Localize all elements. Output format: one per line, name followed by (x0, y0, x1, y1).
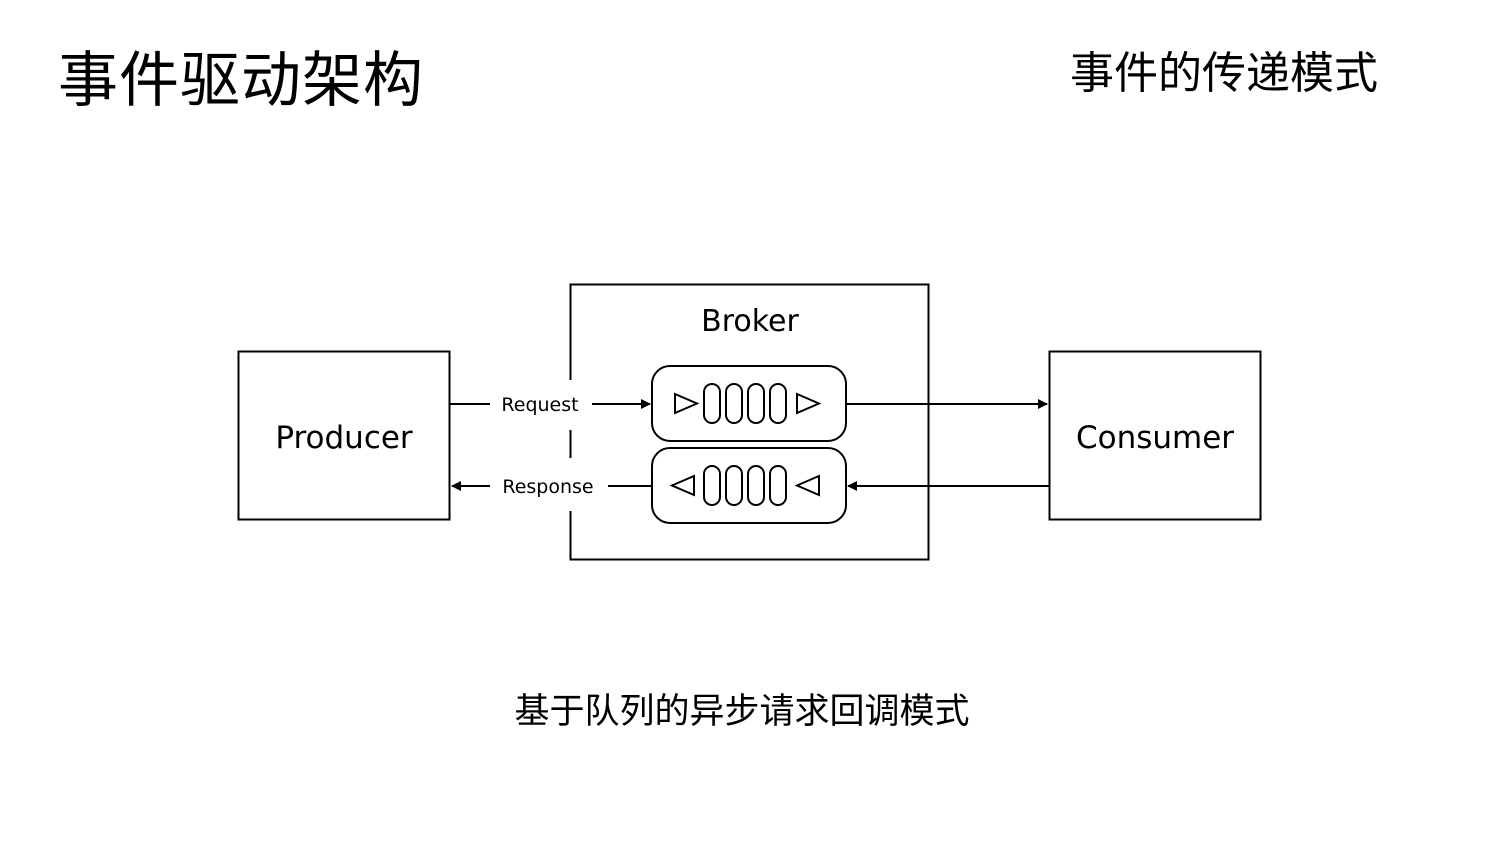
request-queue (651, 365, 847, 442)
response-message-slot (725, 465, 743, 506)
response-message-slot (747, 465, 765, 506)
broker-frame (569, 283, 930, 561)
response-message-slot (769, 465, 787, 506)
response-queue (651, 447, 847, 524)
producer-node: Producer (237, 350, 451, 521)
request-message-slot (747, 383, 765, 424)
diagram-caption: 基于队列的异步请求回调模式 (0, 688, 1500, 736)
request-queue-out-icon (796, 392, 822, 415)
request-queue-in-icon (674, 392, 700, 415)
slide-title: 事件驱动架构 (58, 46, 424, 116)
consumer-label: Consumer (1076, 420, 1234, 456)
response-label: Response (502, 476, 593, 498)
consumer-node: Consumer (1048, 350, 1262, 521)
request-arrow: Request (450, 394, 651, 416)
request-message-slot (725, 383, 743, 424)
slide-subtitle: 事件的传递模式 (1070, 48, 1378, 99)
response-queue-in-icon (794, 474, 820, 497)
response-message-slot (703, 465, 721, 506)
request-message-slot (703, 383, 721, 424)
broker-label: Broker (701, 304, 799, 339)
broker-node: Broker (569, 283, 930, 561)
producer-label: Producer (275, 420, 413, 456)
caption-text: 基于队列的异步请求回调模式 (514, 692, 970, 732)
response-queue-out-icon (669, 474, 695, 497)
request-message-slot (769, 383, 787, 424)
request-label: Request (501, 394, 578, 416)
response-arrow: Response (451, 476, 652, 498)
